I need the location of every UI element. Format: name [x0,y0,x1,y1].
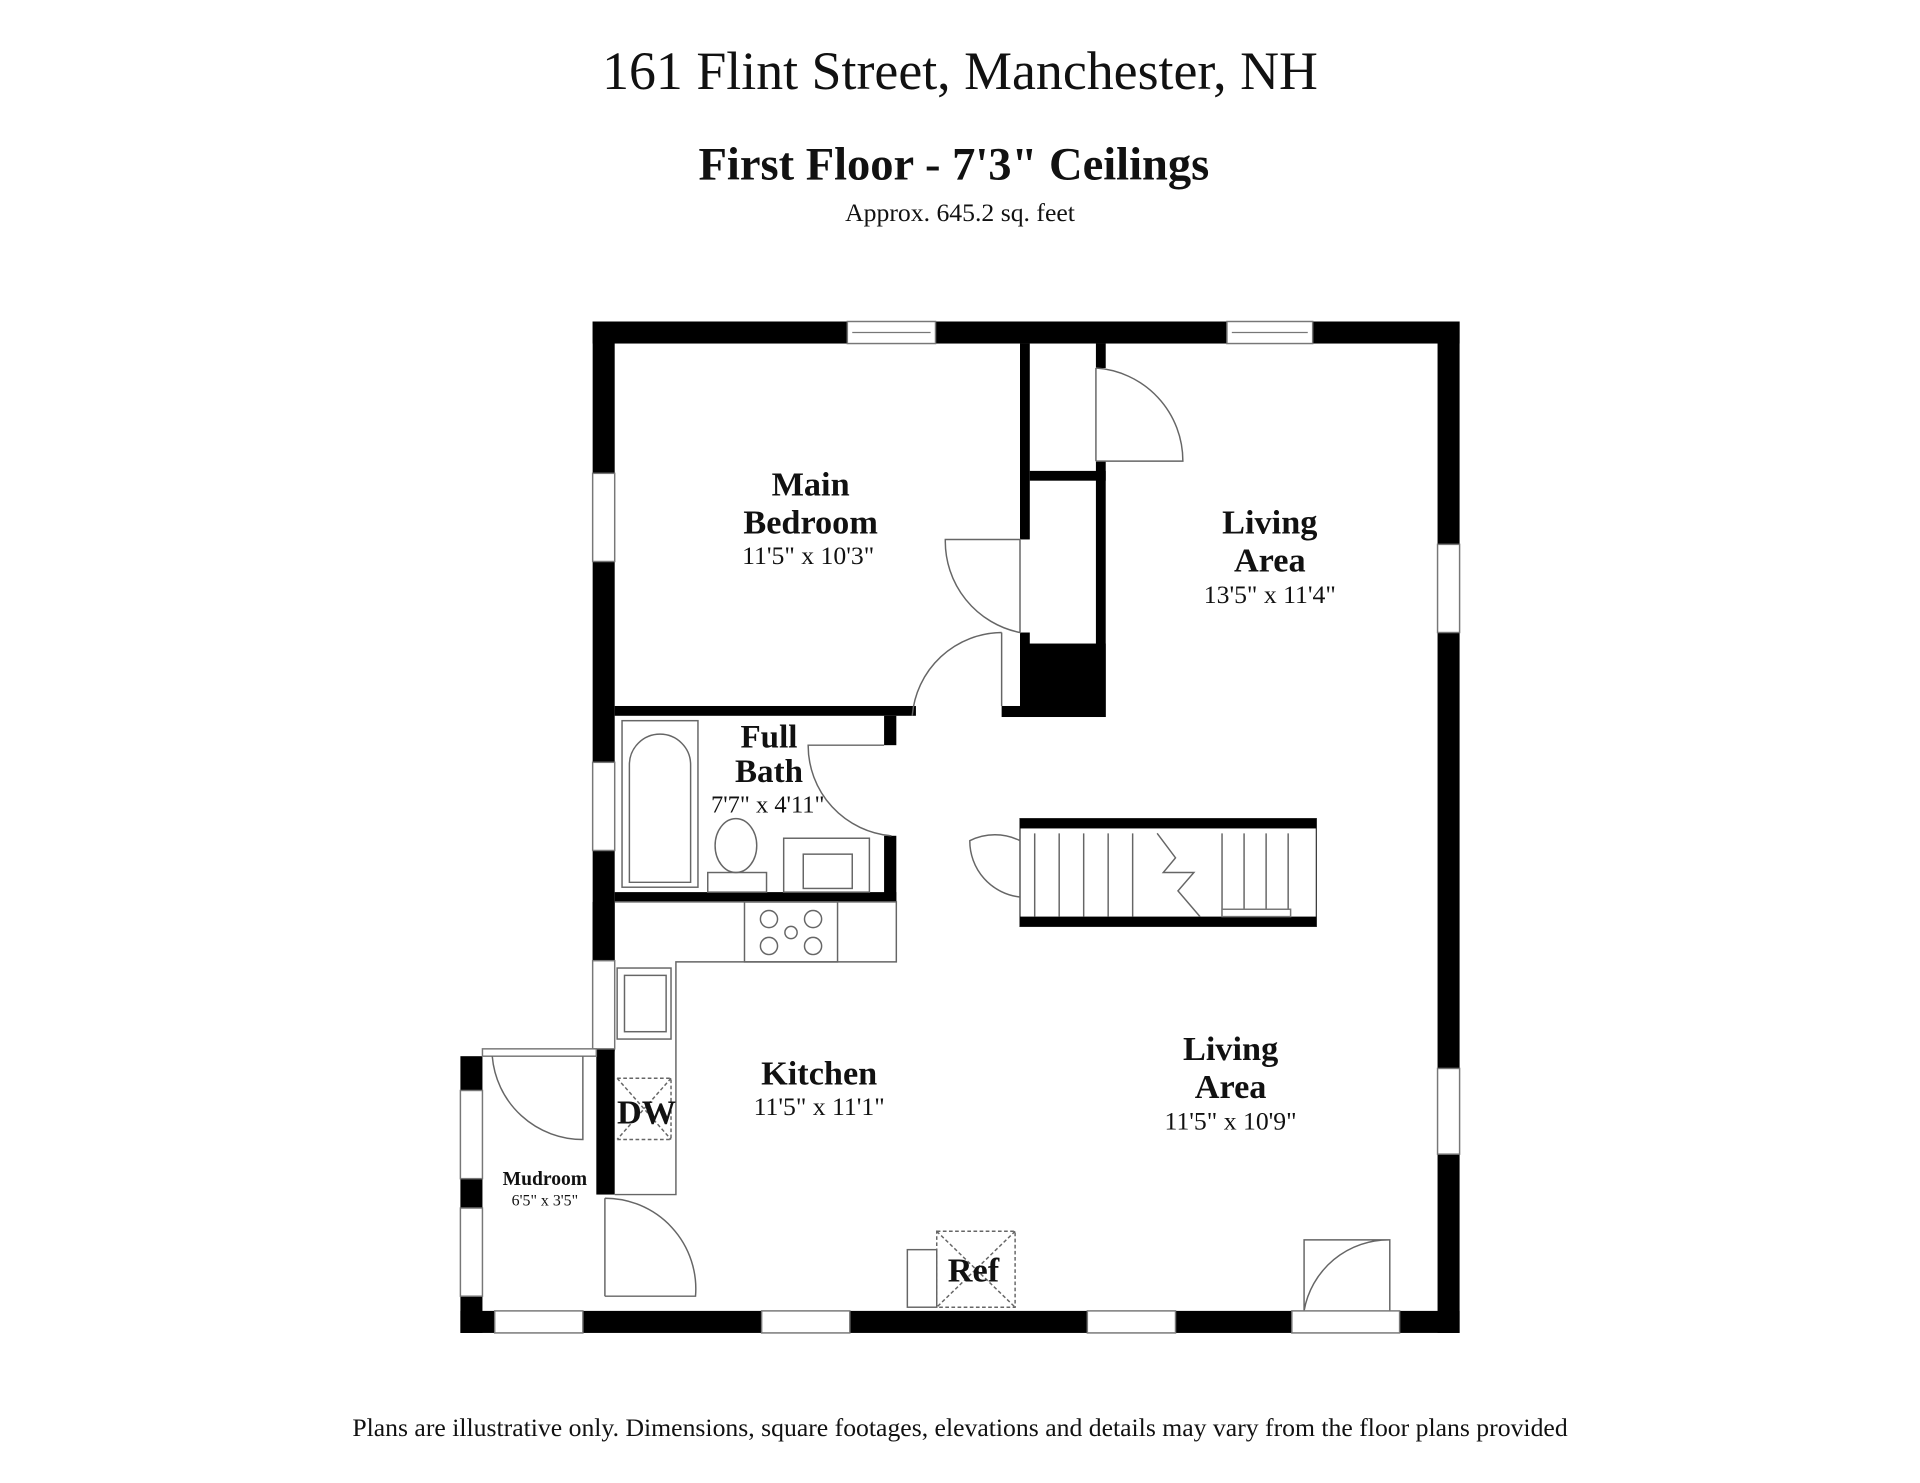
svg-text:6'5" x 3'5": 6'5" x 3'5" [512,1193,578,1210]
stair-treads [1033,832,1292,918]
room-label-mudroom: Mudroom 6'5" x 3'5" [503,1169,587,1210]
svg-text:Full: Full [741,720,798,756]
svg-text:11'5" x 11'1": 11'5" x 11'1" [754,1092,885,1121]
kitchen-counter [614,901,898,1196]
svg-text:13'5" x 11'4": 13'5" x 11'4" [1204,580,1336,609]
toilet [707,871,768,893]
refrigerator-label: Ref [948,1251,1000,1289]
stove [743,901,839,963]
svg-text:Living: Living [1183,1030,1278,1068]
disclaimer: Plans are illustrative only. Dimensions,… [352,1413,1568,1442]
dishwasher [616,1077,672,1141]
bathroom-sink [782,837,871,893]
svg-text:7'7" x 4'11": 7'7" x 4'11" [711,792,825,819]
svg-text:Mudroom: Mudroom [503,1169,587,1190]
room-label-living-area-lower: Living Area 11'5" x 10'9" [1165,1030,1297,1136]
svg-text:11'5" x 10'3": 11'5" x 10'3" [742,541,874,570]
address-title: 161 Flint Street, Manchester, NH [602,41,1318,101]
svg-text:Area: Area [1195,1068,1267,1106]
windows [459,320,1461,1334]
svg-text:11'5" x 10'9": 11'5" x 10'9" [1165,1107,1297,1136]
doors [491,367,1401,1334]
svg-text:Kitchen: Kitchen [761,1054,877,1092]
room-label-main-bedroom: Main Bedroom 11'5" x 10'3" [742,465,878,570]
kitchen-sink [616,967,672,1040]
room-label-full-bath: Full Bath 7'7" x 4'11" [711,720,825,819]
bathtub [621,719,699,888]
svg-text:Bath: Bath [735,754,803,790]
room-label-kitchen: Kitchen 11'5" x 11'1" [754,1054,885,1121]
fixtures [614,719,1016,1308]
svg-text:Living: Living [1222,503,1317,541]
svg-text:Main: Main [772,465,850,503]
floor-title: First Floor - 7'3" Ceilings [699,139,1210,190]
dishwasher-label: DW [617,1094,676,1132]
area-text: Approx. 645.2 sq. feet [845,198,1075,227]
svg-text:Bedroom: Bedroom [743,503,878,541]
svg-text:Area: Area [1234,541,1306,579]
room-label-living-area-upper: Living Area 13'5" x 11'4" [1204,503,1336,609]
